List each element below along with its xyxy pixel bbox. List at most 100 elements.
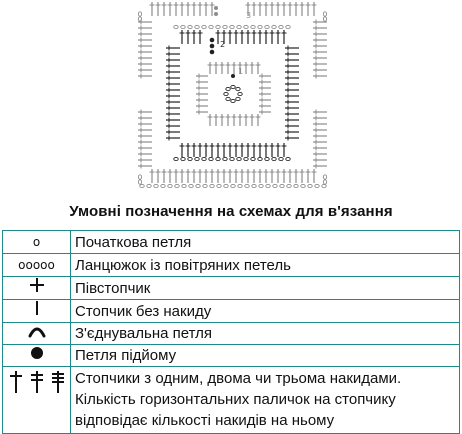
chain-stitch-icon: [201, 156, 207, 162]
chain-stitch-icon: [153, 183, 159, 189]
lift-loop-dot-icon: [214, 6, 218, 10]
vertical-bar-icon: [35, 301, 38, 315]
legend-symbol-cell: [2, 299, 71, 323]
chain-stitch-icon: [225, 96, 231, 101]
chain-stitch-icon: [307, 183, 313, 189]
chain-stitch-icon: [322, 16, 328, 22]
chain-stitch-icon: [243, 156, 249, 162]
crochet-chart-diagram: 1 2 3: [130, 0, 335, 192]
legend-text: Півстопчик: [70, 276, 460, 300]
chain-stitch-icon: [195, 183, 201, 189]
chain-stitch-icon: [137, 16, 143, 22]
lift-loop-dot-icon: [209, 49, 215, 55]
chain-stitch-icon: [181, 183, 187, 189]
chain-stitch-icon: [173, 156, 179, 162]
chain-stitch-icon: [137, 174, 143, 180]
chain-stitch-icon: [258, 183, 264, 189]
round-number-label: 1: [238, 67, 243, 76]
chain-stitch-icon: [137, 179, 143, 185]
legend-row-half-stitch: Півстопчик: [2, 276, 460, 300]
chain-stitch-icon: [215, 24, 221, 30]
chain-stitch-icon: [321, 183, 327, 189]
chain-stitch-icon: [285, 24, 291, 30]
chain-stitch-icon: [222, 156, 228, 162]
chain-stitch-icon: [243, 24, 249, 30]
chain-stitch-icon: [230, 98, 236, 104]
legend-symbol-cell: o: [2, 230, 71, 254]
legend-row-start-loop: o Початкова петля: [2, 230, 460, 254]
legend-title: Умовні позначення на схемах для в'язання: [69, 203, 393, 220]
chain-stitch-icon: [257, 24, 263, 30]
chain-stitch-icon: [322, 11, 328, 17]
treble-one-yarnover-icon: [9, 371, 22, 393]
chain-stitch-icon: [271, 156, 277, 162]
chain-stitch-icon: [278, 156, 284, 162]
chain-stitch-icon: [216, 183, 222, 189]
chain-stitch-icon: [278, 24, 284, 30]
chain-stitch-icon: [264, 24, 270, 30]
chain-stitch-icon: ooooo: [18, 258, 55, 272]
chain-stitch-icon: [236, 156, 242, 162]
legend-row-single-crochet: Стопчик без накиду: [2, 299, 460, 323]
chain-stitch-icon: [271, 24, 277, 30]
chain-stitch-icon: [251, 183, 257, 189]
chain-stitch-icon: [250, 156, 256, 162]
chain-stitch-icon: [286, 183, 292, 189]
chain-stitch-icon: [285, 156, 291, 162]
chain-stitch-icon: [229, 24, 235, 30]
legend-text: Петля підйому: [70, 344, 460, 367]
treble-two-yarnovers-icon: [30, 371, 43, 393]
chain-stitch-icon: [300, 183, 306, 189]
filled-dot-icon: [30, 347, 43, 359]
chain-stitch-icon: [237, 91, 243, 97]
lift-loop-dot-icon: [231, 74, 235, 78]
chain-stitch-icon: [180, 156, 186, 162]
chain-stitch-icon: [188, 183, 194, 189]
legend-row-slip-stitch: З'єднувальна петля: [2, 322, 460, 345]
legend-row-chain: ooooo Ланцюжок із повітряних петель: [2, 253, 460, 277]
chain-stitch-icon: [137, 11, 143, 17]
lift-loop-dot-icon: [209, 37, 215, 43]
chain-stitch-icon: [180, 24, 186, 30]
chain-stitch-icon: [229, 156, 235, 162]
chain-stitch-icon: [187, 24, 193, 30]
chain-stitch-icon: [314, 183, 320, 189]
legend-text: Стопчик без накиду: [70, 299, 460, 323]
chain-stitch-icon: [223, 183, 229, 189]
chain-stitch-icon: [230, 84, 236, 90]
round-number-label: 2: [220, 40, 225, 49]
legend-text: Ланцюжок із повітряних петель: [70, 253, 460, 277]
chain-stitch-icon: [146, 183, 152, 189]
legend-symbol-cell: ooooo: [2, 253, 71, 277]
chain-stitch-icon: [201, 24, 207, 30]
legend-text: Початкова петля: [70, 230, 460, 254]
lift-loop-dot-icon: [214, 12, 218, 16]
arc-icon: [28, 327, 45, 338]
chain-stitch-icon: [194, 156, 200, 162]
chain-stitch-icon: [225, 87, 231, 92]
chain-stitch-icon: [244, 183, 250, 189]
legend-symbol-cell: [2, 366, 71, 434]
chain-stitch-icon: [160, 183, 166, 189]
chain-stitch-icon: [272, 183, 278, 189]
chain-stitch-icon: [222, 24, 228, 30]
chain-stitch-icon: [237, 183, 243, 189]
chain-stitch-icon: [236, 24, 242, 30]
legend-symbol-cell: [2, 322, 71, 345]
chain-stitch-icon: [202, 183, 208, 189]
chain-stitch-icon: [167, 183, 173, 189]
chain-stitch-icon: [215, 156, 221, 162]
round-number-label: 3: [246, 11, 251, 20]
chain-stitch-icon: [208, 156, 214, 162]
chain-stitch-icon: [139, 183, 145, 189]
crochet-chart-svg: 1 2 3: [137, 2, 328, 189]
chain-stitch-icon: [322, 174, 328, 180]
circle-outline-icon: o: [32, 235, 41, 249]
legend-text: Стопчики з одним, двома чи трьома накида…: [70, 366, 460, 434]
chain-stitch-icon: [279, 183, 285, 189]
double-treble-icons: [9, 371, 64, 393]
chain-stitch-icon: [174, 183, 180, 189]
chain-stitch-icon: [235, 96, 241, 101]
legend-symbol-cell: [2, 344, 71, 367]
legend-text: З'єднувальна петля: [70, 322, 460, 345]
